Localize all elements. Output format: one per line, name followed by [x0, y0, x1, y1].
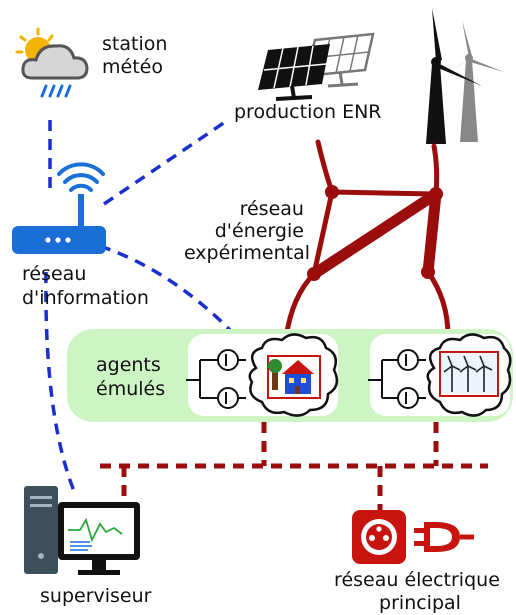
supervisor-label: superviseur [40, 585, 152, 607]
energy-network [283, 139, 451, 341]
information-links [44, 118, 232, 497]
production-label: production ENR [234, 101, 381, 123]
computer-icon [24, 486, 140, 575]
brain-house-icon [248, 333, 339, 417]
transistor-icon [368, 349, 426, 409]
power-socket-icon [352, 510, 406, 564]
information-network-label: réseau d'information [22, 263, 149, 309]
solar-panel-icon [258, 32, 375, 101]
weather-station-label: station météo [102, 33, 173, 78]
brain-windfarm-icon [426, 333, 512, 417]
energy-network-label: réseau d'énergie expérimental [184, 198, 310, 264]
transistor-icon [186, 349, 246, 409]
weather-cloud-icon [15, 27, 89, 98]
grid-links [100, 422, 488, 510]
wind-turbine-icon [392, 8, 504, 144]
agents-label: agents émulés [96, 354, 167, 400]
plug-icon [414, 522, 474, 552]
energy-nodes [307, 185, 443, 281]
main-grid-label: réseau électrique principal [334, 569, 506, 614]
wifi-router-icon [12, 162, 106, 254]
